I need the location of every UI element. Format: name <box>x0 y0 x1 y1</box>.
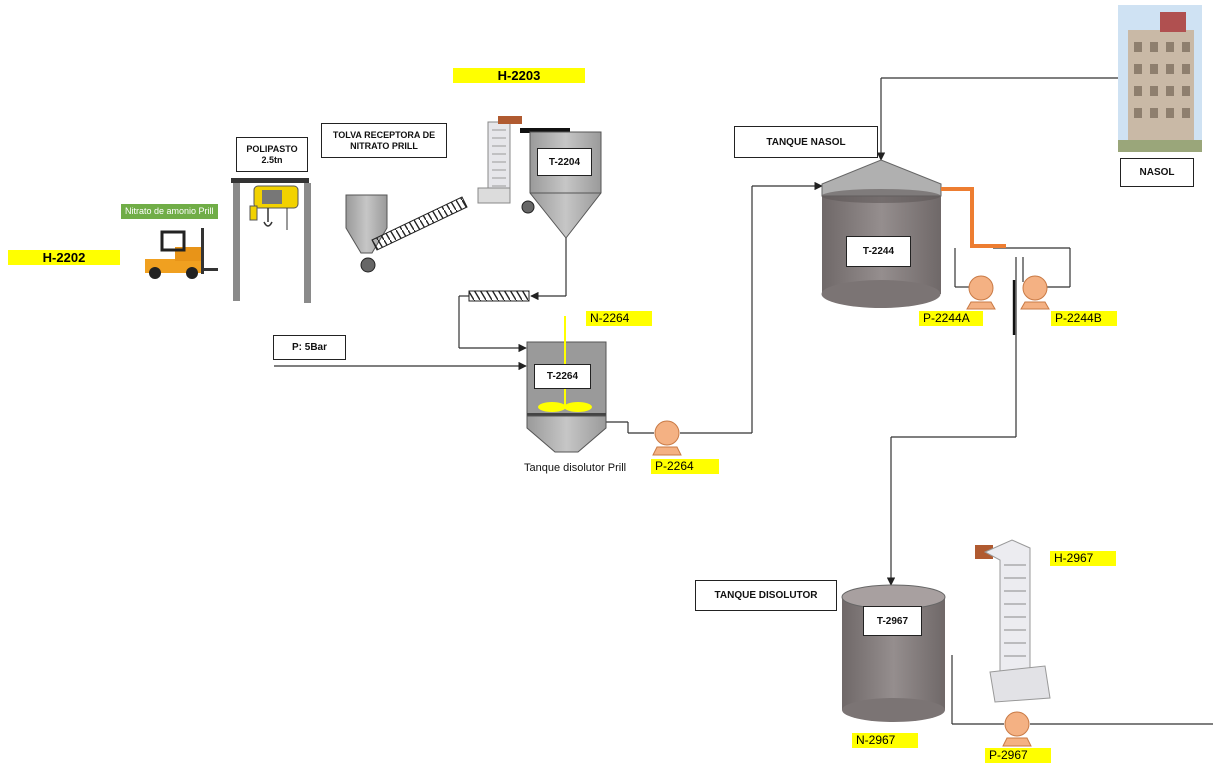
hot-line <box>941 189 1006 246</box>
tag-h2202: H-2202 <box>8 250 120 265</box>
label-pressure: P: 5Bar <box>273 335 346 360</box>
bucket-elevator-h2967-icon <box>975 540 1050 702</box>
label-nitrato: Nitrato de amonio Prill <box>121 204 218 219</box>
label-tanque-nasol: TANQUE NASOL <box>734 126 878 158</box>
tag-n2967: N-2967 <box>852 733 918 748</box>
label-tolva: TOLVA RECEPTORA DE NITRATO PRILL <box>321 123 447 158</box>
tag-p2967: P-2967 <box>985 748 1051 763</box>
tag-h2203: H-2203 <box>453 68 585 83</box>
pump-p2264-icon <box>653 421 681 455</box>
tag-p2244b: P-2244B <box>1051 311 1117 326</box>
label-tanque-disolutor: TANQUE DISOLUTOR <box>695 580 837 611</box>
tag-p2264: P-2264 <box>651 459 719 474</box>
pump-p2244a-icon <box>967 276 995 309</box>
pump-p2244b-icon <box>1021 276 1049 309</box>
label-nasol: NASOL <box>1120 158 1194 187</box>
tank-t2244-icon <box>822 160 942 308</box>
hoist-frame-icon <box>231 178 311 303</box>
pump-p2967-icon <box>1003 712 1031 746</box>
label-t2204: T-2204 <box>537 148 592 176</box>
tag-n2264: N-2264 <box>586 311 652 326</box>
hopper-icon <box>346 195 387 272</box>
small-screw-conveyor-icon <box>469 291 529 301</box>
process-lines <box>274 78 1213 724</box>
label-t2244: T-2244 <box>846 236 911 267</box>
label-polipasto: POLIPASTO 2.5tn <box>236 137 308 172</box>
nasol-building-icon <box>1118 5 1202 152</box>
label-t2967: T-2967 <box>863 606 922 636</box>
forklift-icon <box>145 228 218 279</box>
tag-h2967: H-2967 <box>1050 551 1116 566</box>
tag-p2244a: P-2244A <box>919 311 983 326</box>
label-tanque-disolutor-prill: Tanque disolutor Prill <box>524 462 626 474</box>
label-t2264: T-2264 <box>534 364 591 389</box>
